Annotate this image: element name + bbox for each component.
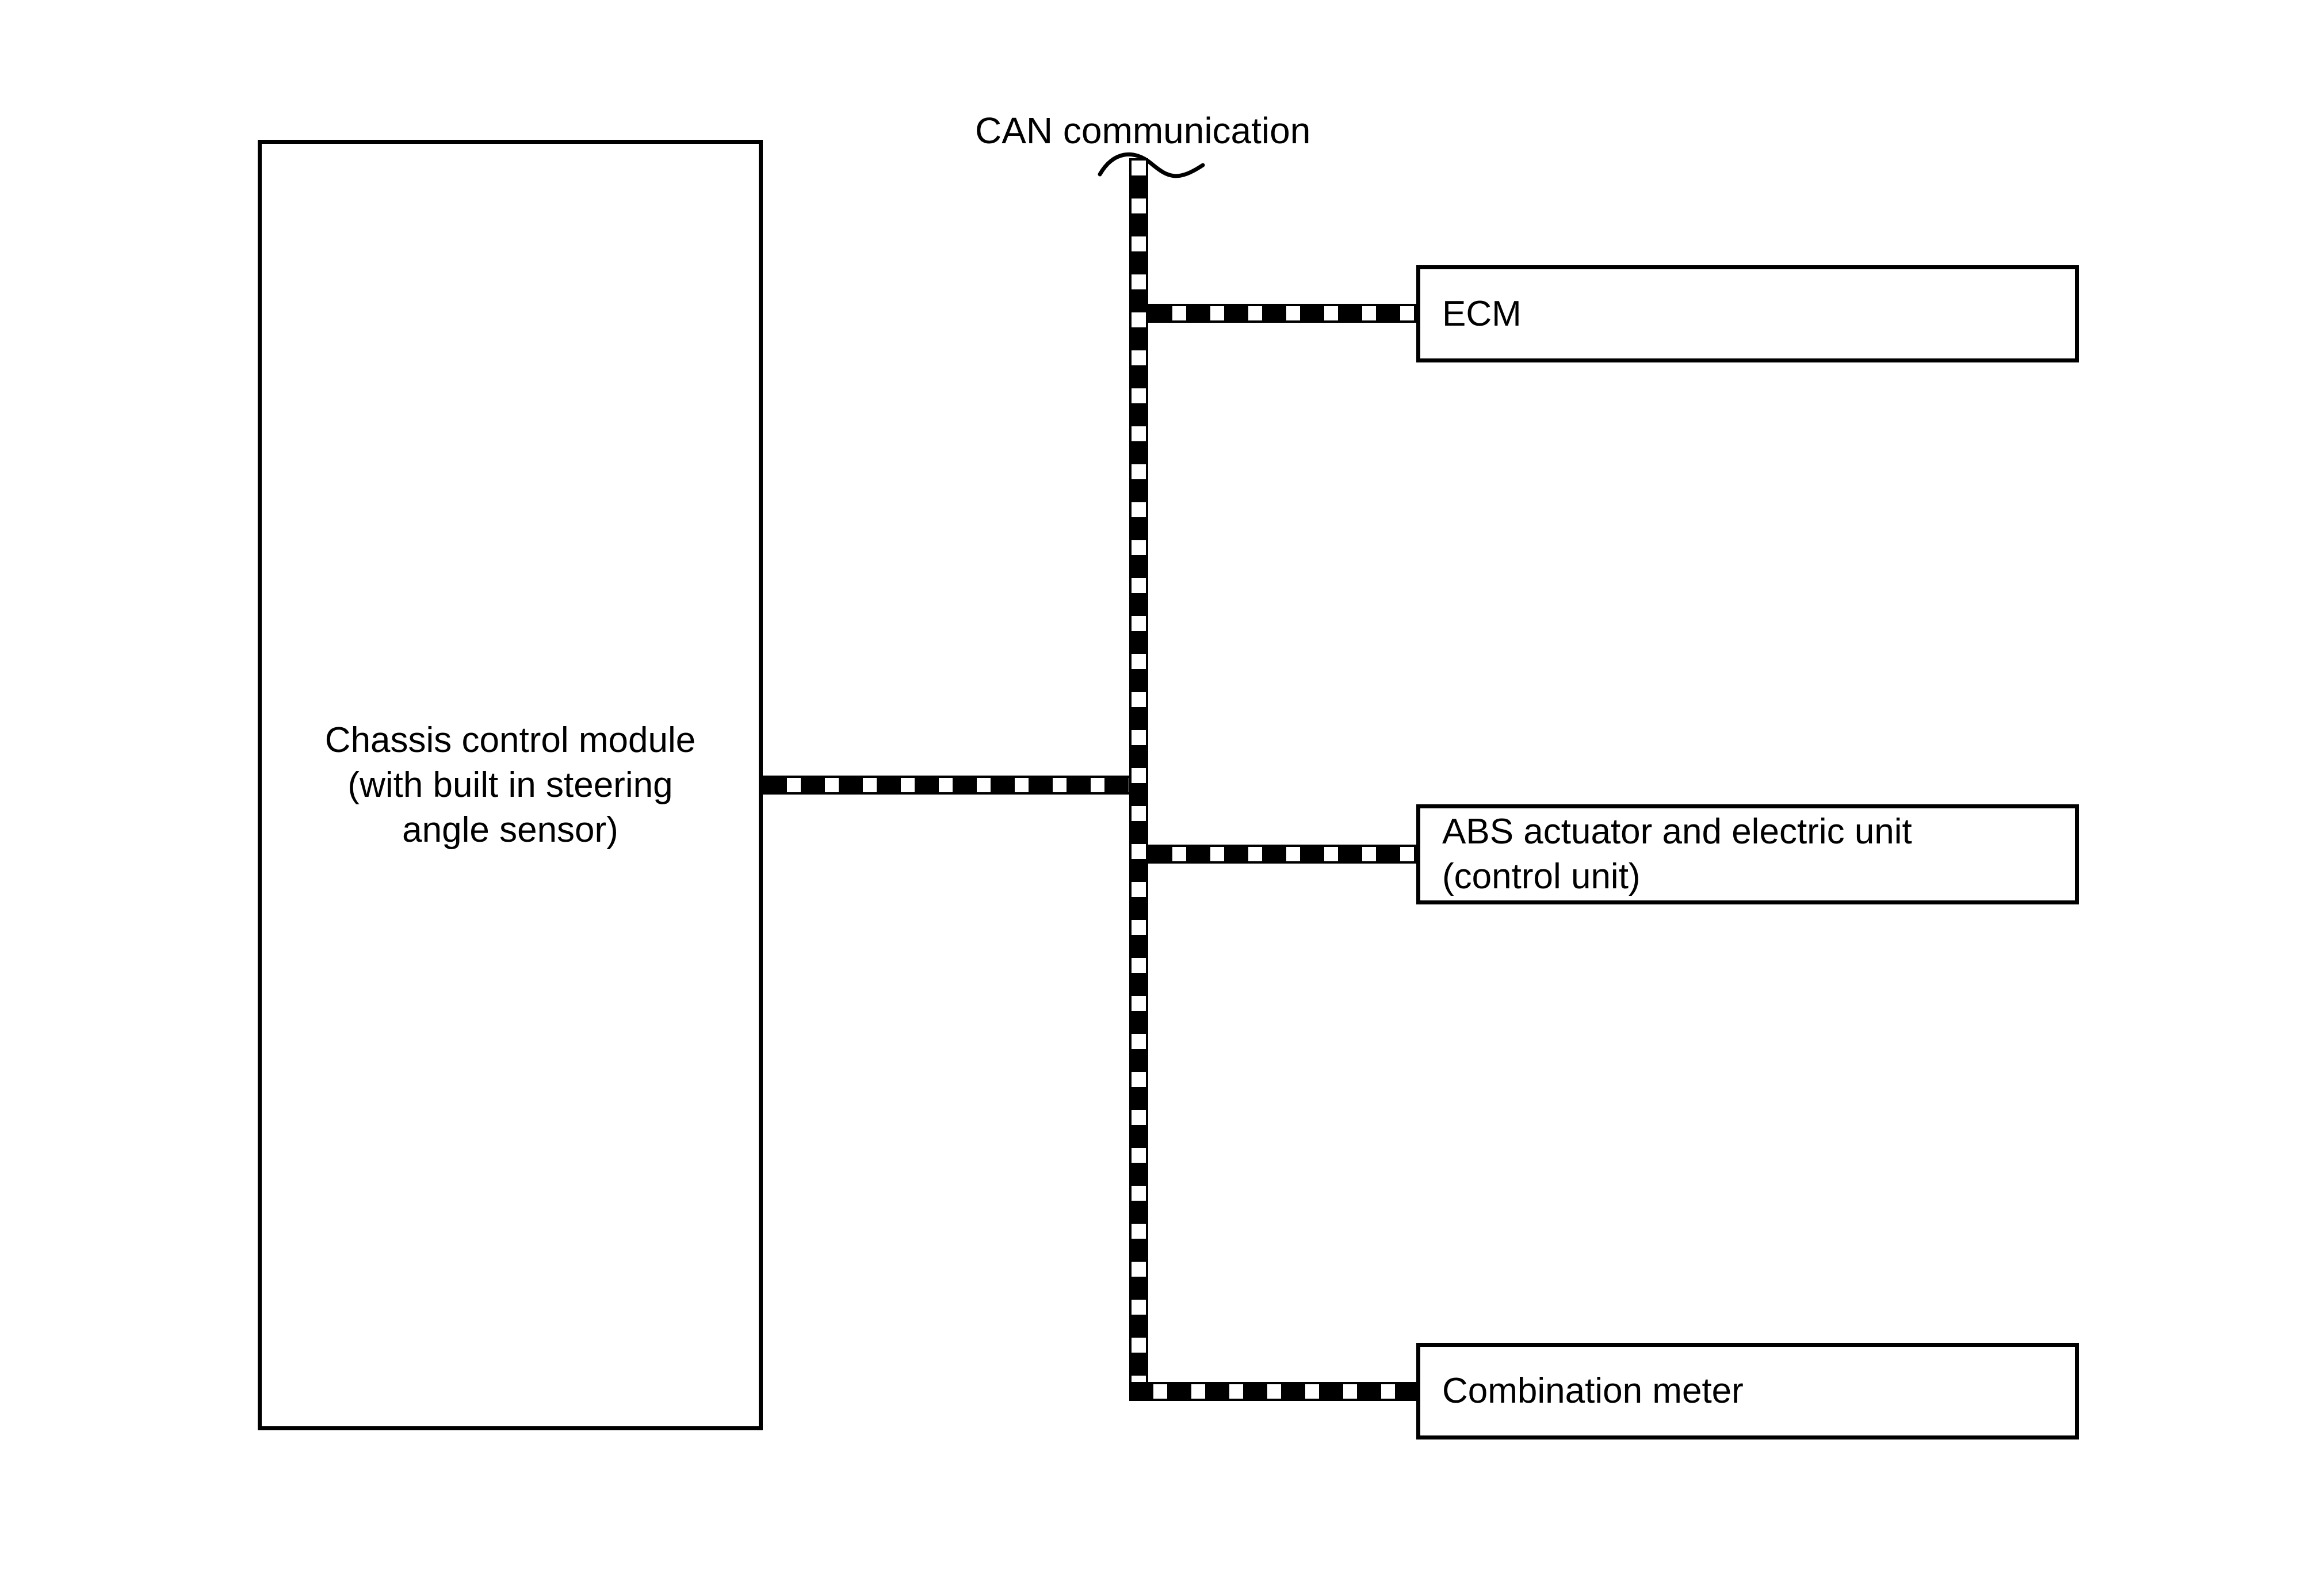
chassis-control-module-box: Chassis control module (with built in st…: [258, 140, 763, 1430]
chassis-to-bus-connector: [763, 776, 1129, 795]
ecm-box: ECM: [1416, 265, 2079, 362]
bus-to-combination-meter-connector: [1129, 1382, 1416, 1401]
combination-meter-box: Combination meter: [1416, 1343, 2079, 1439]
can-communication-label: CAN communication: [975, 110, 1311, 151]
ecm-label: ECM: [1442, 293, 1522, 334]
abs-actuator-box: ABS actuator and electric unit (control …: [1416, 804, 2079, 904]
abs-label-line-1: ABS actuator and electric unit: [1442, 812, 1912, 851]
chassis-label-line-2: (with built in steering: [347, 765, 673, 805]
abs-label-line-2: (control unit): [1442, 857, 1641, 896]
can-bus-pointer-squiggle: [1098, 152, 1205, 178]
chassis-label-line-1: Chassis control module: [324, 720, 696, 760]
combination-meter-label: Combination meter: [1442, 1371, 1744, 1411]
bus-to-ecm-connector: [1148, 304, 1416, 323]
bus-to-abs-connector: [1148, 845, 1416, 864]
chassis-label-line-3: angle sensor): [402, 809, 618, 850]
can-bus-line: [1129, 158, 1148, 1382]
